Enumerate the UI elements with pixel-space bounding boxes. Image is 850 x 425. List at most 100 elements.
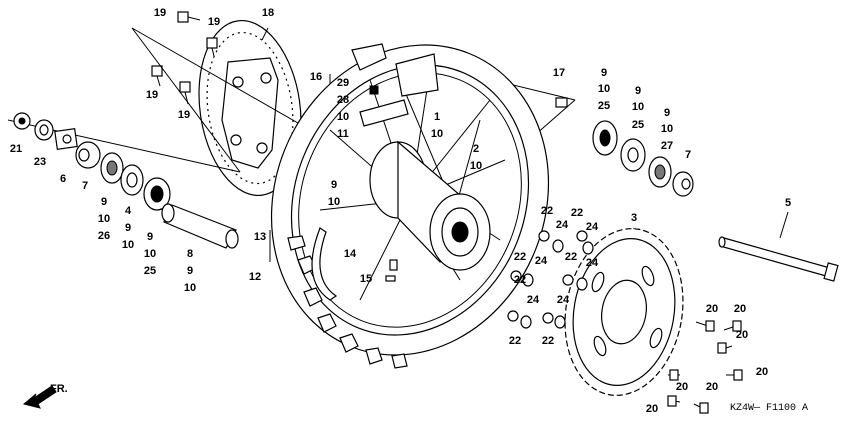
callout-10: 10 bbox=[632, 101, 644, 113]
callout-24: 24 bbox=[527, 294, 540, 306]
callout-20: 20 bbox=[736, 329, 748, 341]
callout-9: 9 bbox=[331, 179, 337, 191]
callout-9: 9 bbox=[601, 67, 607, 79]
callout-25: 25 bbox=[632, 119, 644, 131]
collar-7-right bbox=[672, 171, 694, 197]
callout-8: 8 bbox=[187, 248, 193, 260]
callout-18: 18 bbox=[262, 7, 274, 19]
sprocket-nuts-22 bbox=[507, 230, 588, 324]
front-direction-label: FR. bbox=[50, 383, 68, 395]
nut-21 bbox=[13, 112, 31, 130]
left-axle-parts bbox=[13, 112, 239, 249]
callout-2: 2 bbox=[473, 143, 479, 155]
bolt-20-f bbox=[693, 402, 709, 414]
callout-10: 10 bbox=[661, 123, 673, 135]
callout-5: 5 bbox=[785, 197, 791, 209]
callout-25: 25 bbox=[144, 265, 156, 277]
callout-10: 10 bbox=[470, 160, 482, 172]
callout-21: 21 bbox=[10, 143, 22, 155]
bolt-20-b bbox=[723, 320, 742, 332]
callout-24: 24 bbox=[556, 219, 569, 231]
seal-9-left bbox=[100, 152, 124, 184]
bolt-20-e bbox=[668, 369, 680, 381]
valve-cap-17 bbox=[555, 97, 568, 108]
callout-9: 9 bbox=[635, 85, 641, 97]
rim-band-14 bbox=[311, 227, 338, 301]
callout-22: 22 bbox=[542, 335, 554, 347]
right-axle-parts bbox=[555, 97, 694, 197]
callout-25: 25 bbox=[598, 100, 610, 112]
callout-10: 10 bbox=[328, 196, 340, 208]
callout-1: 1 bbox=[434, 111, 440, 123]
callout-10: 10 bbox=[122, 239, 134, 251]
spacer-8 bbox=[161, 203, 239, 249]
bearing-4 bbox=[120, 164, 144, 196]
callout-22: 22 bbox=[514, 251, 526, 263]
callout-10: 10 bbox=[337, 111, 349, 123]
washer-23 bbox=[34, 119, 54, 141]
callout-7: 7 bbox=[685, 149, 691, 161]
bearing-25-right-a bbox=[592, 120, 618, 156]
callout-13: 13 bbox=[254, 231, 266, 243]
diagram-code: KZ4W— F1100 A bbox=[730, 403, 808, 414]
bolt-19-b bbox=[206, 37, 218, 57]
callout-7: 7 bbox=[82, 180, 88, 192]
callout-11: 11 bbox=[337, 128, 349, 140]
callout-24: 24 bbox=[535, 255, 548, 267]
sprocket-washers-24 bbox=[520, 239, 594, 329]
bolt-19-d bbox=[179, 81, 191, 105]
callout-28: 28 bbox=[337, 94, 349, 106]
callout-12: 12 bbox=[249, 271, 261, 283]
rear-axle-5 bbox=[718, 236, 839, 282]
bolt-20-d bbox=[726, 369, 743, 381]
bolt-19-a bbox=[177, 11, 201, 23]
callout-22: 22 bbox=[571, 207, 583, 219]
sprocket-bolts-20 bbox=[667, 320, 743, 414]
driven-sprocket-3 bbox=[564, 228, 684, 396]
callout-15: 15 bbox=[360, 273, 372, 285]
callout-20: 20 bbox=[756, 366, 768, 378]
callout-23: 23 bbox=[34, 156, 46, 168]
callout-9: 9 bbox=[125, 222, 131, 234]
callout-22: 22 bbox=[565, 251, 577, 263]
callout-9: 9 bbox=[147, 231, 153, 243]
callout-19: 19 bbox=[178, 109, 190, 121]
callout-22: 22 bbox=[509, 335, 521, 347]
callout-20: 20 bbox=[706, 381, 718, 393]
callout-22: 22 bbox=[541, 205, 553, 217]
callout-24: 24 bbox=[586, 221, 599, 233]
collar-7-left bbox=[75, 141, 101, 169]
callout-10: 10 bbox=[144, 248, 156, 260]
callout-20: 20 bbox=[734, 303, 746, 315]
bolt-20-g bbox=[667, 395, 681, 407]
callout-9: 9 bbox=[664, 107, 670, 119]
callout-3: 3 bbox=[631, 212, 637, 224]
callout-17: 17 bbox=[553, 67, 565, 79]
rim-lock-16 bbox=[351, 43, 439, 127]
callout-19: 19 bbox=[154, 7, 166, 19]
callout-10: 10 bbox=[431, 128, 443, 140]
callout-20: 20 bbox=[676, 381, 688, 393]
callout-10: 10 bbox=[98, 213, 110, 225]
callout-19: 19 bbox=[208, 16, 220, 28]
bearing-25-left bbox=[143, 177, 171, 211]
callout-14: 14 bbox=[344, 248, 357, 260]
callout-24: 24 bbox=[557, 294, 570, 306]
callout-19: 19 bbox=[146, 89, 158, 101]
callout-22: 22 bbox=[514, 274, 526, 286]
callout-26: 26 bbox=[98, 230, 110, 242]
callout-9: 9 bbox=[101, 196, 107, 208]
callout-6: 6 bbox=[60, 173, 66, 185]
callout-24: 24 bbox=[586, 257, 599, 269]
adjuster-block-6 bbox=[54, 128, 78, 150]
spoke-nipple-15 bbox=[385, 259, 398, 282]
callout-4: 4 bbox=[125, 205, 132, 217]
bolt-20-a bbox=[695, 320, 715, 332]
bolt-20-c bbox=[717, 342, 733, 354]
seal-27 bbox=[648, 156, 672, 188]
callout-10: 10 bbox=[598, 83, 610, 95]
bolt-19-c bbox=[151, 65, 163, 87]
callout-27: 27 bbox=[661, 140, 673, 152]
callout-29: 29 bbox=[337, 77, 349, 89]
